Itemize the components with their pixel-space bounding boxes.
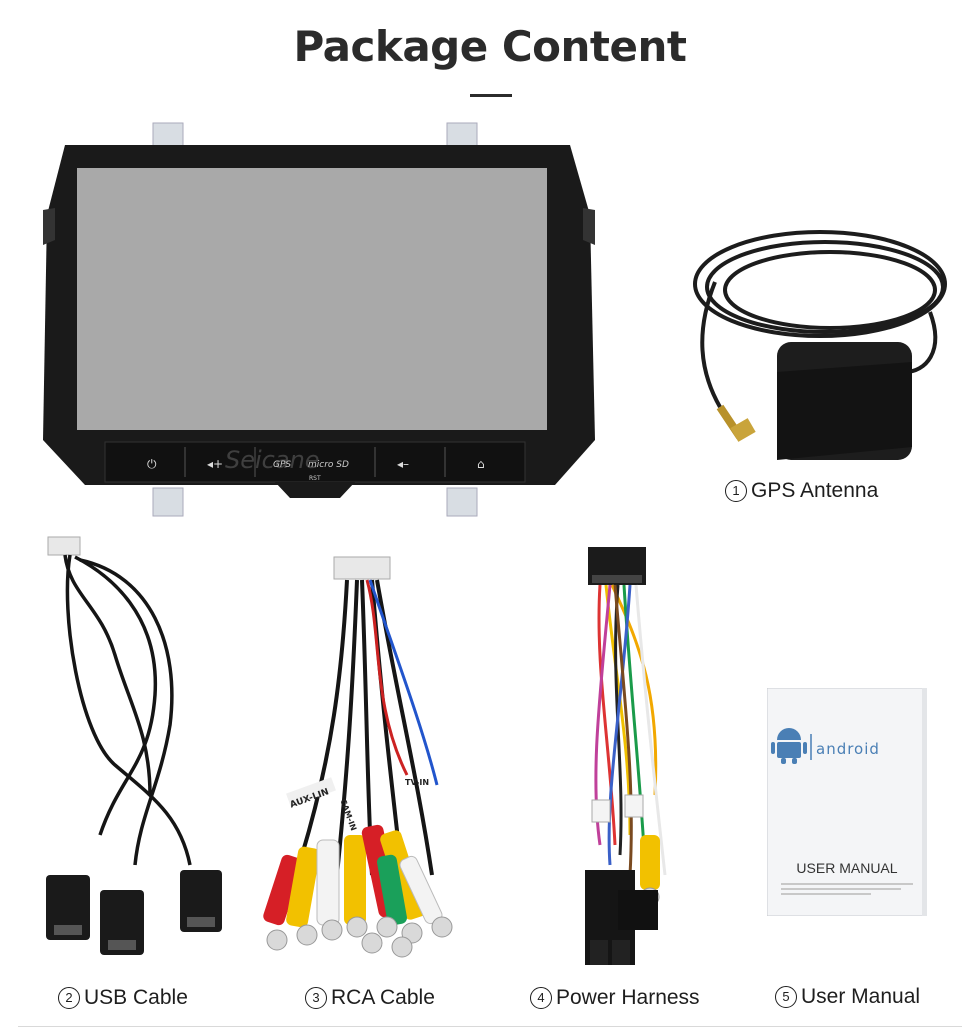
manual-title: USER MANUAL bbox=[796, 860, 897, 876]
number-5-icon: 5 bbox=[775, 986, 797, 1008]
head-unit-image: ⏻ ◂+ ◂– ⌂ Seicane GPS micro SD RST bbox=[35, 120, 605, 520]
rca-cable-image: AUX-LIN TV-IN CAM-IN bbox=[262, 555, 487, 965]
svg-text:◂–: ◂– bbox=[397, 457, 409, 471]
page-title: Package Content bbox=[293, 22, 687, 71]
android-brand: android bbox=[816, 740, 880, 758]
power-harness-image bbox=[570, 545, 690, 975]
svg-text:⌂: ⌂ bbox=[477, 457, 485, 471]
number-4-icon: 4 bbox=[530, 987, 552, 1009]
tv-in-tag: TV-IN bbox=[405, 778, 429, 787]
usb-cable-image bbox=[40, 535, 240, 965]
sd-slot-label: micro SD bbox=[308, 460, 349, 470]
gps-button-label: GPS bbox=[273, 460, 291, 470]
number-1-icon: 1 bbox=[725, 480, 747, 502]
svg-text:◂+: ◂+ bbox=[207, 457, 223, 471]
watermark-text: Seicane bbox=[225, 446, 320, 474]
rst-label: RST bbox=[309, 475, 321, 482]
number-3-icon: 3 bbox=[305, 987, 327, 1009]
svg-text:⏻: ⏻ bbox=[147, 457, 157, 471]
number-2-icon: 2 bbox=[58, 987, 80, 1009]
title-underline bbox=[470, 94, 512, 97]
gps-antenna-image bbox=[675, 222, 950, 467]
user-manual-image: android USER MANUAL bbox=[767, 688, 927, 916]
bottom-divider bbox=[18, 1026, 962, 1027]
